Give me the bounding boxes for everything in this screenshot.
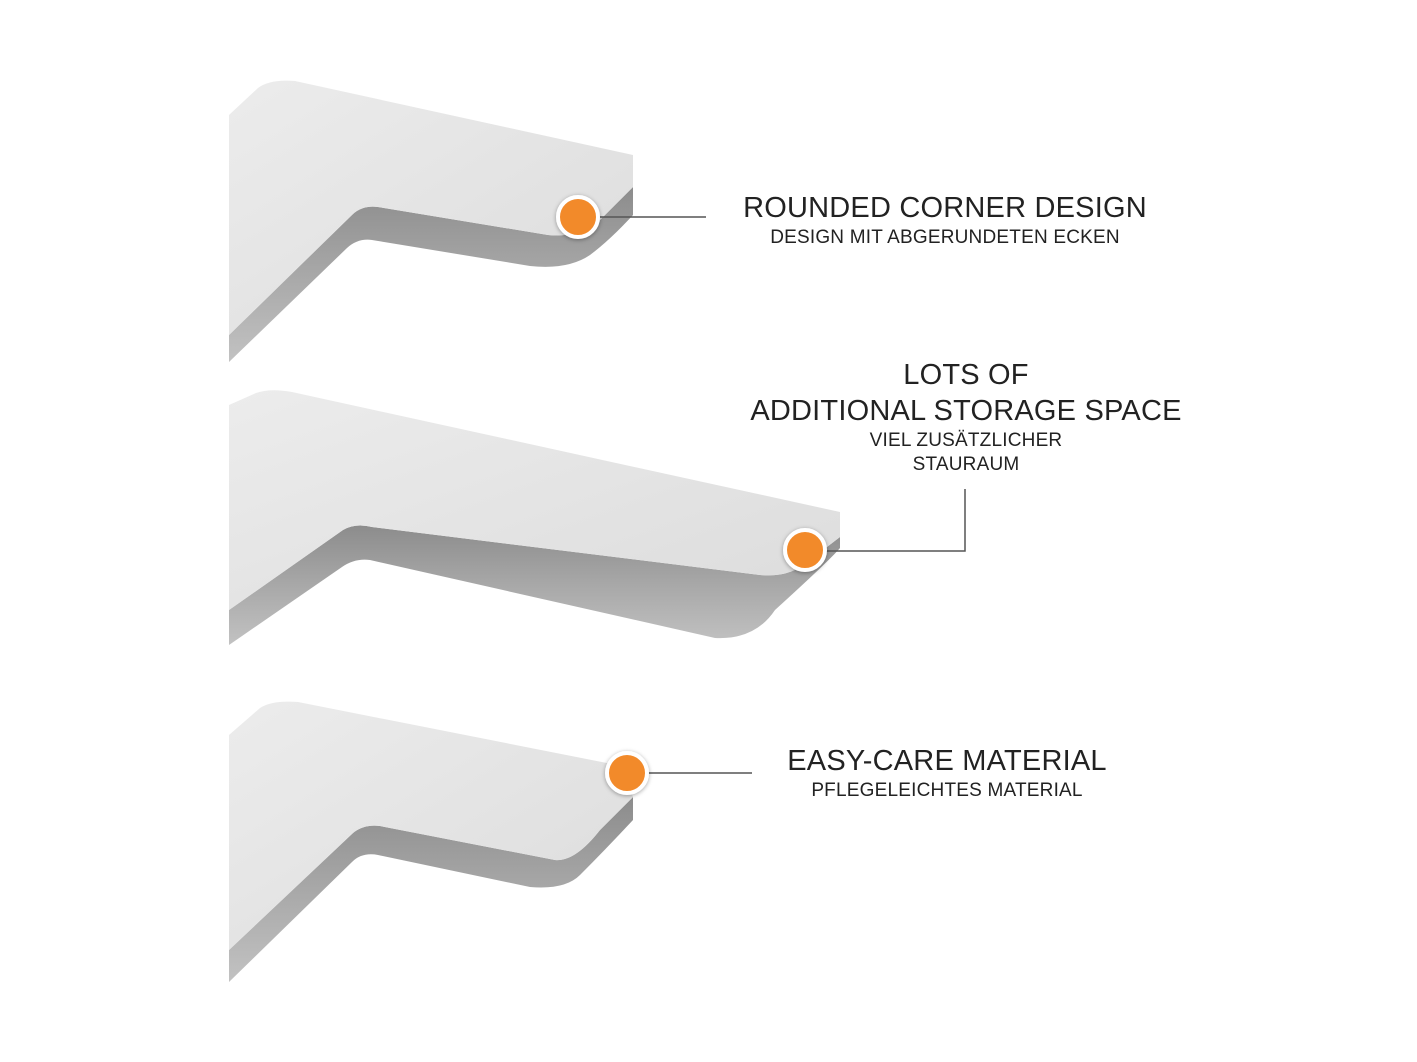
feature-3-title: EASY-CARE MATERIAL bbox=[727, 743, 1167, 779]
shelf-1-edge bbox=[229, 187, 633, 362]
shelf-3-top bbox=[229, 701, 633, 950]
marker-1 bbox=[556, 195, 600, 239]
feature-1-title: ROUNDED CORNER DESIGN bbox=[700, 190, 1190, 226]
shelf-2-edge bbox=[229, 525, 840, 645]
feature-3-subtitle: PFLEGELEICHTES MATERIAL bbox=[727, 779, 1167, 803]
feature-2-title: LOTS OF ADDITIONAL STORAGE SPACE bbox=[716, 357, 1216, 429]
feature-1-subtitle-line-1: DESIGN MIT ABGERUNDETEN ECKEN bbox=[770, 227, 1120, 248]
feature-1-title-line-1: ROUNDED CORNER DESIGN bbox=[743, 192, 1147, 224]
leader-line-2 bbox=[826, 489, 966, 552]
feature-2-subtitle-line-2: STAURAUM bbox=[912, 454, 1020, 475]
feature-3-subtitle-line-1: PFLEGELEICHTES MATERIAL bbox=[811, 780, 1083, 801]
feature-2-title-line-1: LOTS OF bbox=[903, 359, 1029, 391]
marker-2 bbox=[783, 528, 827, 572]
feature-2-title-line-2: ADDITIONAL STORAGE SPACE bbox=[750, 395, 1182, 427]
shelf-1-top bbox=[229, 80, 633, 336]
shelf-2-top bbox=[229, 390, 840, 610]
shelf-3-edge bbox=[229, 797, 633, 982]
feature-2-subtitle: VIEL ZUSÄTZLICHER STAURAUM bbox=[716, 429, 1216, 477]
feature-3-title-line-1: EASY-CARE MATERIAL bbox=[787, 745, 1107, 777]
feature-1-label: ROUNDED CORNER DESIGN DESIGN MIT ABGERUN… bbox=[700, 190, 1190, 250]
shelf-3 bbox=[229, 701, 633, 982]
marker-3 bbox=[605, 751, 649, 795]
shelf-1 bbox=[229, 80, 633, 362]
feature-3-label: EASY-CARE MATERIAL PFLEGELEICHTES MATERI… bbox=[727, 743, 1167, 803]
feature-2-label: LOTS OF ADDITIONAL STORAGE SPACE VIEL ZU… bbox=[716, 357, 1216, 477]
feature-1-subtitle: DESIGN MIT ABGERUNDETEN ECKEN bbox=[700, 226, 1190, 250]
feature-2-subtitle-line-1: VIEL ZUSÄTZLICHER bbox=[869, 430, 1063, 451]
shelf-2 bbox=[229, 390, 840, 645]
